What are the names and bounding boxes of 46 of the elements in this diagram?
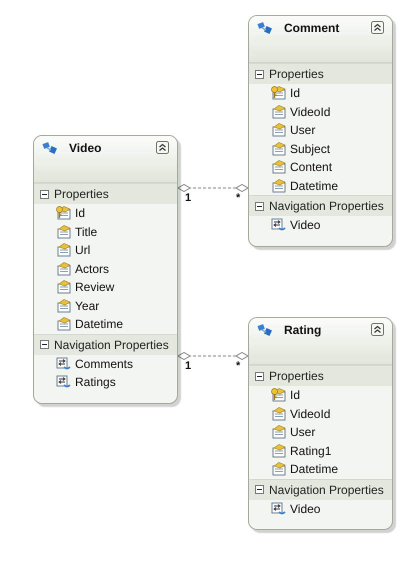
section-header: Properties <box>269 67 324 81</box>
multiplicity-label: * <box>236 192 240 204</box>
property-name: User <box>290 123 316 138</box>
entity-box <box>248 317 393 530</box>
property-name: Id <box>290 388 300 402</box>
property-name: Year <box>75 298 100 313</box>
entity-title: Rating <box>284 323 322 337</box>
multiplicity-label: 1 <box>185 192 192 204</box>
property-name: Datetime <box>290 178 338 193</box>
property-name: VideoId <box>290 406 330 421</box>
multiplicity-label: * <box>236 360 240 372</box>
property-name: Actors <box>75 262 110 276</box>
section-header: Navigation Properties <box>269 482 384 496</box>
section-header: Navigation Properties <box>54 338 169 352</box>
section-header: Properties <box>269 369 324 383</box>
entity-box <box>248 15 393 246</box>
property-name: VideoId <box>290 104 330 119</box>
property-name: Url <box>75 243 90 258</box>
navigation-section <box>249 478 392 518</box>
properties-section <box>34 183 177 334</box>
navigation-property-name: Ratings <box>75 375 116 390</box>
property-name: Datetime <box>75 317 124 332</box>
property-name: Review <box>75 280 114 294</box>
association-line <box>178 184 248 192</box>
property-name: Id <box>75 206 86 220</box>
property-name: Id <box>290 86 300 100</box>
property-name: Subject <box>290 142 330 156</box>
properties-section <box>249 63 392 195</box>
association-line <box>178 352 248 360</box>
navigation-section <box>34 334 177 392</box>
multiplicity-label: 1 <box>185 360 192 372</box>
section-header: Properties <box>54 187 109 201</box>
property-name: Title <box>75 224 98 239</box>
navigation-section <box>249 195 392 234</box>
section-header: Navigation Properties <box>269 199 384 213</box>
properties-section <box>249 365 392 478</box>
property-name: Content <box>290 160 332 174</box>
navigation-property-name: Video <box>290 502 320 516</box>
navigation-property-name: Video <box>290 218 320 232</box>
property-name: User <box>290 425 316 440</box>
entity-title: Video <box>69 141 102 155</box>
navigation-property-name: Comments <box>75 356 134 371</box>
property-name: Rating1 <box>290 444 332 458</box>
entity-box <box>33 135 178 404</box>
entity-title: Comment <box>284 21 340 35</box>
property-name: Datetime <box>290 462 338 476</box>
